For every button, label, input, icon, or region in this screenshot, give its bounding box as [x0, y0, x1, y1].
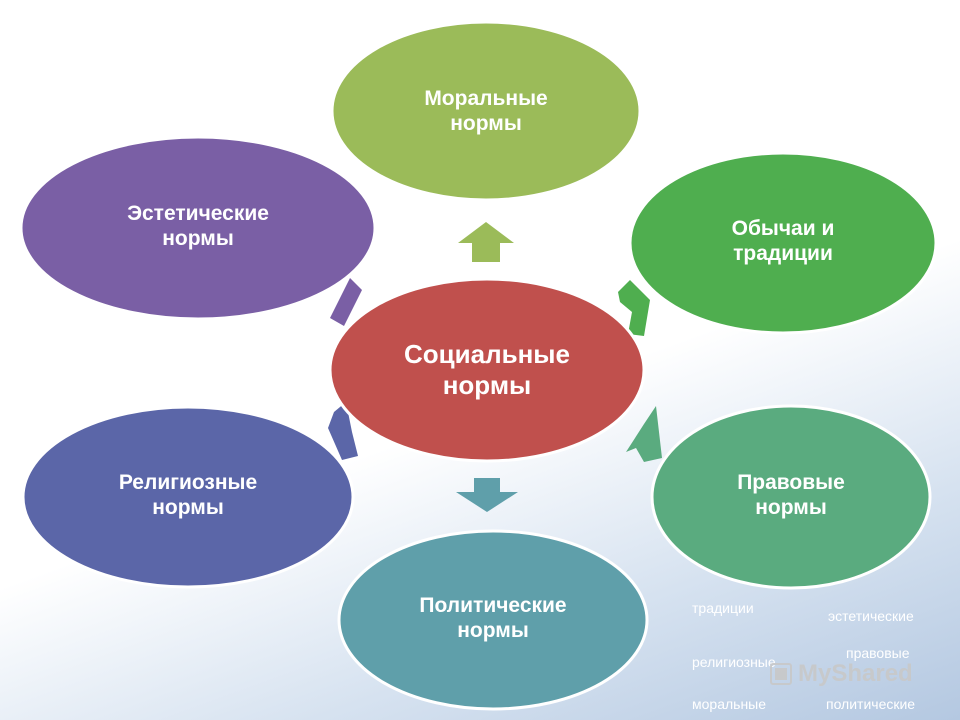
- tag-aesthetic[interactable]: эстетические: [828, 608, 914, 624]
- node-political: [337, 529, 649, 711]
- tag-political[interactable]: политические: [826, 696, 916, 712]
- label-religious: Религиозные нормы: [118, 470, 258, 519]
- tag-religious[interactable]: религиозные: [692, 654, 776, 670]
- node-center: [328, 277, 646, 463]
- label-aesthetic: Эстетические нормы: [127, 201, 269, 250]
- arrow-down-political: [456, 478, 518, 512]
- tag-traditions[interactable]: традиции: [692, 600, 754, 616]
- tag-legal[interactable]: правовые: [846, 645, 910, 661]
- node-moral: [330, 20, 642, 202]
- arrow-to-religious: [328, 402, 358, 460]
- label-political: Политические нормы: [419, 593, 567, 642]
- arrow-to-legal: [626, 406, 662, 462]
- arrow-to-aesthetic: [330, 278, 362, 326]
- label-customs: Обычаи и традиции: [731, 216, 835, 265]
- tag-moral[interactable]: моральные: [692, 696, 767, 712]
- node-customs: [628, 151, 938, 335]
- label-moral: Моральные нормы: [424, 86, 548, 135]
- arrow-to-customs: [618, 280, 650, 336]
- node-aesthetic: [19, 135, 377, 321]
- watermark-logo-icon: [770, 663, 792, 685]
- label-center: Социальные нормы: [404, 338, 570, 400]
- arrow-up-moral: [458, 222, 514, 262]
- watermark-text: MyShared: [798, 660, 913, 687]
- watermark: MyShared: [770, 660, 913, 688]
- node-religious: [21, 405, 355, 589]
- node-legal: [650, 404, 932, 590]
- label-legal: Правовые нормы: [737, 470, 845, 519]
